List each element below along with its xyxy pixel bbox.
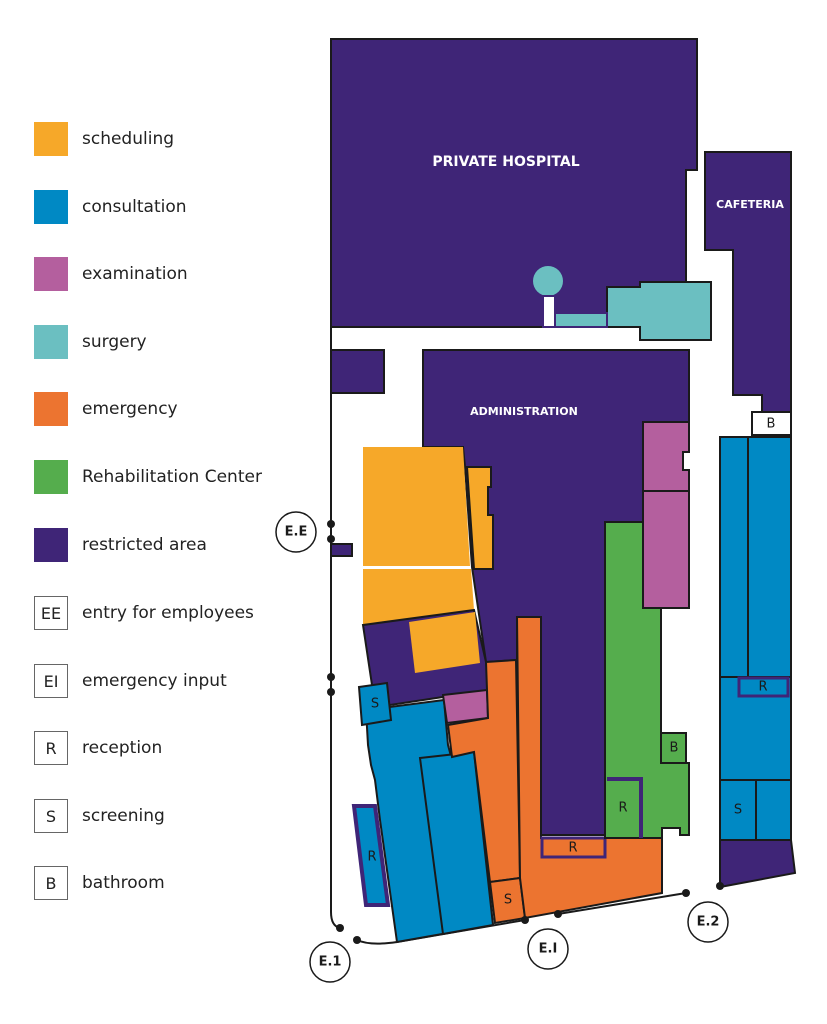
- entrance-e1: E.1: [309, 941, 351, 983]
- legend-item-rehabilitation: Rehabilitation Center: [34, 460, 262, 494]
- reception-outline: [607, 777, 643, 838]
- bathroom-label: B: [670, 741, 679, 756]
- legend-code: B: [34, 866, 68, 900]
- entrance-label: E.2: [697, 915, 720, 930]
- bathroom: [751, 411, 792, 436]
- cafeteria-label: CAFETERIA: [716, 198, 784, 211]
- reception-room: [351, 804, 391, 907]
- legend-code: EE: [34, 596, 68, 630]
- reception-room: [540, 836, 607, 859]
- screening-label: S: [734, 803, 742, 818]
- legend-label: examination: [82, 264, 188, 284]
- scheduling-room: [363, 569, 474, 625]
- legend-swatch: [34, 190, 68, 224]
- administration-label: ADMINISTRATION: [470, 405, 578, 418]
- examination-room: [642, 421, 690, 492]
- screening-label: S: [371, 697, 379, 712]
- private-hospital-label: PRIVATE HOSPITAL: [432, 154, 579, 170]
- legend-swatch: [34, 122, 68, 156]
- consultation-room: [755, 779, 792, 841]
- legend-item-scheduling: scheduling: [34, 122, 174, 156]
- reception-label: R: [758, 680, 767, 695]
- legend-label: emergency: [82, 399, 178, 419]
- restricted-room: [330, 543, 353, 557]
- scheduling-room: [363, 447, 470, 566]
- legend-swatch: [34, 257, 68, 291]
- reception-label: R: [367, 850, 376, 865]
- legend-label: consultation: [82, 197, 187, 217]
- legend-swatch: [34, 528, 68, 562]
- legend-code: S: [34, 799, 68, 833]
- bathroom-label: B: [767, 417, 776, 432]
- legend-item-restricted: restricted area: [34, 528, 207, 562]
- surgery-dome: [533, 266, 563, 296]
- entrance-label: E.1: [319, 955, 342, 970]
- legend-item-emergency: emergency: [34, 392, 178, 426]
- consultation-wing: [719, 436, 792, 781]
- legend-label: screening: [82, 806, 165, 826]
- legend-label: reception: [82, 738, 163, 758]
- screening-room: [719, 779, 757, 841]
- scheduling-room: [465, 466, 494, 570]
- examination-room: [642, 490, 690, 609]
- legend-item-ei: EI emergency input: [34, 664, 227, 698]
- legend-label: bathroom: [82, 873, 165, 893]
- legend-item-consultation: consultation: [34, 190, 187, 224]
- legend-code: R: [34, 731, 68, 765]
- entrance-employees: E.E: [275, 511, 317, 553]
- emergency-room: [446, 658, 522, 884]
- surgery-room: [606, 281, 712, 341]
- reception-label: R: [568, 841, 577, 856]
- screening-room: [357, 681, 393, 727]
- stairs: [542, 295, 556, 328]
- entrance-emergency: E.I: [527, 928, 569, 970]
- restricted-room: [330, 349, 385, 394]
- legend-label: restricted area: [82, 535, 207, 555]
- legend-label: entry for employees: [82, 603, 254, 623]
- stairs: [554, 312, 608, 328]
- bathroom: [660, 732, 687, 764]
- entrance-e2: E.2: [687, 901, 729, 943]
- scheduling-room: [409, 612, 480, 673]
- legend-label: emergency input: [82, 671, 227, 691]
- reception-room: [737, 676, 790, 698]
- legend-swatch: [34, 460, 68, 494]
- legend-label: scheduling: [82, 129, 175, 149]
- cafeteria: [704, 151, 792, 413]
- entry-points: [327, 520, 724, 944]
- legend-label: Rehabilitation Center: [82, 467, 262, 487]
- legend-swatch: [34, 325, 68, 359]
- restricted-room: [719, 839, 797, 889]
- entrance-label: E.I: [539, 942, 558, 957]
- reception-label: R: [618, 801, 627, 816]
- legend-swatch: [34, 392, 68, 426]
- legend-item-ee: EE entry for employees: [34, 596, 254, 630]
- legend-code: EI: [34, 664, 68, 698]
- examination-room: [441, 688, 490, 725]
- entrance-label: E.E: [285, 525, 308, 540]
- legend-item-surgery: surgery: [34, 325, 147, 359]
- screening-label: S: [504, 893, 512, 908]
- legend-label: surgery: [82, 332, 147, 352]
- legend-item-examination: examination: [34, 257, 188, 291]
